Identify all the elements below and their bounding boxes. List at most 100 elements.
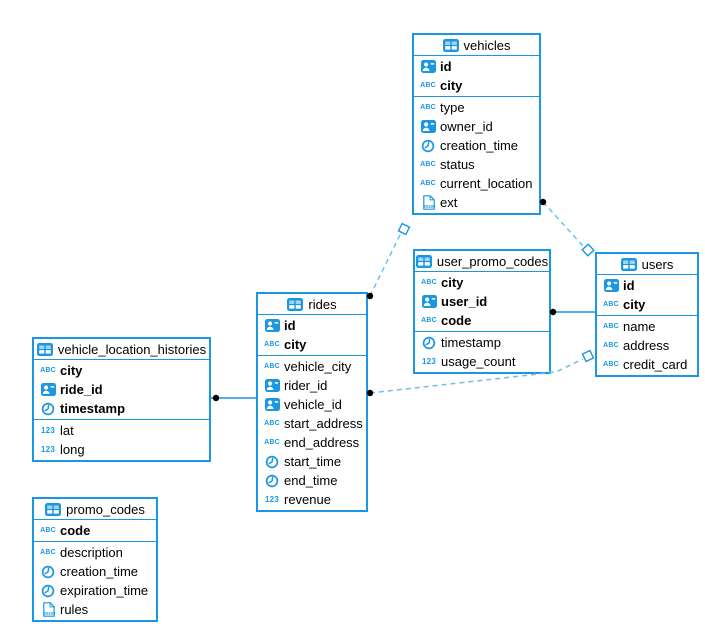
column-name: name [623,319,656,334]
text-type-icon: ABC [420,180,436,187]
uuid-type-icon [419,120,437,133]
text-type-icon: ABC [40,367,56,374]
column-row-ext[interactable]: JSON ext [414,193,539,212]
column-row-timestamp[interactable]: timestamp [415,333,549,352]
column-name: credit_card [623,357,688,372]
column-row-creation_time[interactable]: creation_time [34,562,156,581]
uuid-type-icon [263,379,281,392]
column-name: vehicle_city [284,359,352,374]
column-name: city [441,275,464,290]
json-type-icon: JSON [419,195,437,210]
column-row-timestamp[interactable]: timestamp [34,399,209,418]
column-row-vehicle_id[interactable]: vehicle_id [258,395,366,414]
timestamp-type-icon [39,565,57,579]
column-row-city[interactable]: ABC city [415,273,549,292]
uuid-type-icon [420,295,438,308]
column-row-user_id[interactable]: user_id [415,292,549,311]
column-row-id[interactable]: id [597,276,697,295]
table-header[interactable]: user_promo_codes [415,251,549,272]
text-type-icon: ABC [603,342,619,349]
table-icon [620,257,637,271]
timestamp-type-icon [419,139,437,153]
column-name: end_address [284,435,360,450]
svg-text:JSON: JSON [423,204,435,209]
column-row-rider_id[interactable]: rider_id [258,376,366,395]
svg-text:JSON: JSON [43,611,55,616]
column-row-ride_id[interactable]: ride_id [34,380,209,399]
json-type-icon: JSON [39,602,57,617]
column-name: city [440,78,463,93]
column-row-name[interactable]: ABC name [597,317,697,336]
text-type-icon: ABC [421,279,437,286]
table-icon [415,254,432,268]
text-type-icon: ABC [264,420,280,427]
column-name: start_time [284,454,342,469]
column-row-expiration_time[interactable]: expiration_time [34,581,156,600]
column-name: long [60,442,85,457]
column-row-end_time[interactable]: end_time [258,471,366,490]
column-name: end_time [284,473,338,488]
table-title: user_promo_codes [436,253,549,269]
column-name: id [623,278,635,293]
relationship-line-rides-vehicles [369,232,402,297]
column-name: code [60,523,91,538]
table-header[interactable]: promo_codes [34,499,156,520]
column-row-creation_time[interactable]: creation_time [414,136,539,155]
column-row-start_time[interactable]: start_time [258,452,366,471]
table-header[interactable]: vehicles [414,35,539,56]
column-name: status [440,157,475,172]
column-name: user_id [441,294,488,309]
text-type-icon: ABC [603,323,619,330]
column-name: ext [440,195,458,210]
column-name: rider_id [284,378,328,393]
connector-diamond [581,349,595,363]
column-name: id [284,318,296,333]
table-header[interactable]: users [597,254,697,275]
column-row-rules[interactable]: JSON rules [34,600,156,619]
column-name: lat [60,423,74,438]
column-name: type [440,100,465,115]
column-name: revenue [284,492,331,507]
column-row-id[interactable]: id [414,57,539,76]
connector-dot [212,394,220,402]
table-header[interactable]: vehicle_location_histories [34,339,209,360]
column-name: city [284,337,307,352]
column-row-id[interactable]: id [258,316,366,335]
table-header[interactable]: rides [258,294,366,315]
column-name: usage_count [441,354,516,369]
column-name: code [441,313,472,328]
column-row-owner_id[interactable]: owner_id [414,117,539,136]
column-name: rules [60,602,89,617]
